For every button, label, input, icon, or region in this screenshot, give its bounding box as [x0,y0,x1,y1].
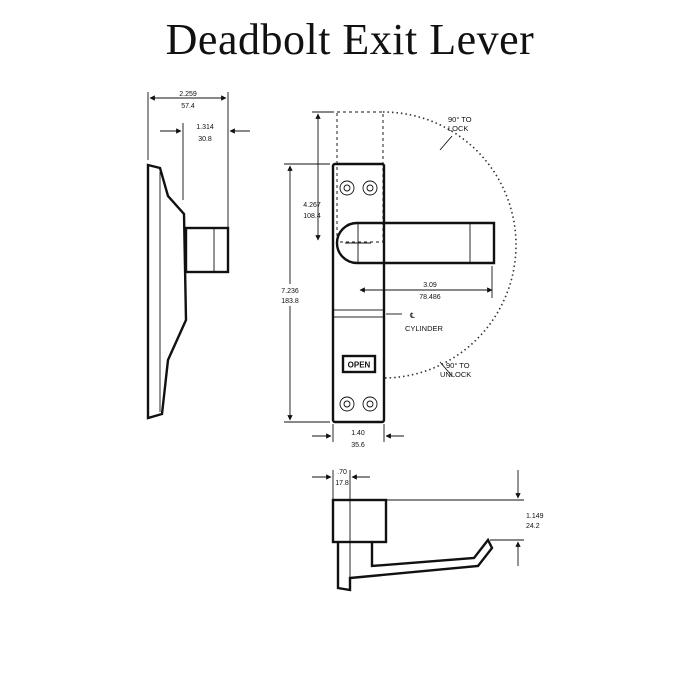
rotation-arc [382,111,517,379]
top-body [331,498,388,544]
dim-width-mm: 35.6 [351,442,365,449]
dim-overall-mm: 57.4 [181,103,195,110]
dim-depth-in: .70 [337,469,347,476]
dim-overall-in: 2.259 [179,91,197,98]
dim-height-top-in: 1.149 [526,513,544,520]
cylinder-boss [184,226,230,274]
escutcheon-side-profile [146,163,188,420]
top-screws [339,180,378,196]
cylinder-centerline-symbol: ℄ [410,311,415,320]
bottom-screws [339,396,378,412]
top-lever [336,537,494,592]
dim-lever-mm: 78.486 [419,294,441,301]
top-view: .70 17.8 1.149 24.2 [312,469,544,592]
lock-label-line2: LOCK [448,124,468,133]
escutcheon-plate [331,162,386,424]
dim-cylinder-mm: 30.8 [198,136,212,143]
unlock-label-line1: 90° TO [446,361,470,370]
dim-upper-mm: 108.4 [303,213,321,220]
open-indicator-text: OPEN [348,361,371,370]
side-view: 2.259 57.4 1.314 30.8 [146,91,250,420]
cylinder-label: CYLINDER [405,324,444,333]
dim-depth-mm: 17.8 [335,480,349,487]
dim-lever-in: 3.09 [423,282,437,289]
dim-height-mm: 183.8 [281,298,299,305]
dim-height-in: 7.236 [281,288,299,295]
dim-height-top-mm: 24.2 [526,523,540,530]
dim-upper-in: 4.267 [303,202,321,209]
open-indicator [341,354,377,374]
dim-cylinder-in: 1.314 [196,124,214,131]
lever-handle [335,221,496,265]
lock-label-line1: 90° TO [448,115,472,124]
unlock-label-line2: UNLOCK [440,370,471,379]
dim-width-in: 1.40 [351,430,365,437]
front-view: OPEN 4.267 108.4 7.236 183.8 3.09 78.486… [276,111,517,449]
cylinder-band [332,309,385,318]
page-title: Deadbolt Exit Lever [165,15,535,64]
